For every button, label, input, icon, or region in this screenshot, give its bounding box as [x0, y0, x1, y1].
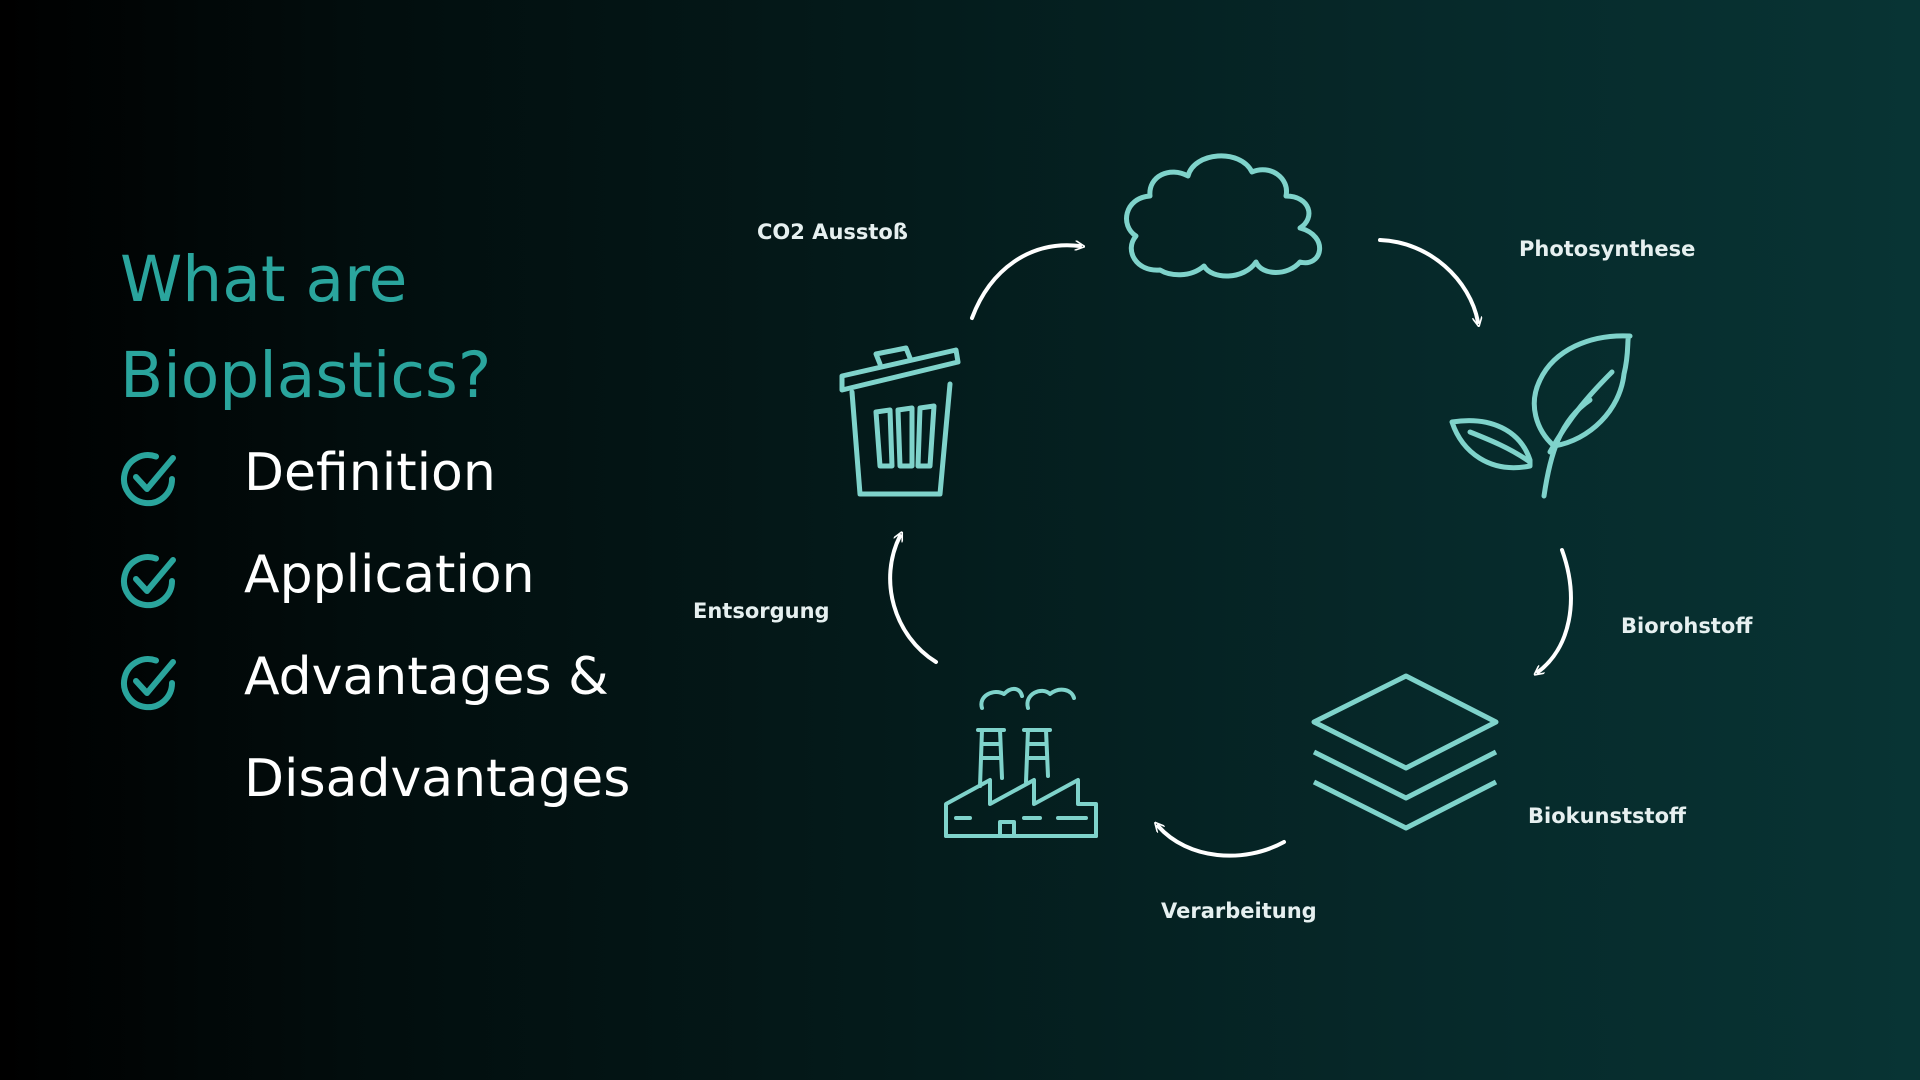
label-biokunststoff: Biokunststoff: [1528, 804, 1687, 828]
arrow-cloud-to-leaf: [1378, 238, 1478, 322]
leaf-icon: [1449, 333, 1633, 499]
checklist-label: Definition: [244, 443, 496, 503]
check-circle-icon: [121, 452, 176, 507]
layers-icon: [1311, 673, 1499, 831]
checklist-label-line-2: Disadvantages: [244, 749, 631, 809]
factory-icon: [944, 687, 1098, 838]
slide-title: What are Bioplastics?: [120, 232, 680, 424]
label-photosynthese: Photosynthese: [1519, 237, 1696, 261]
label-verarbeitung: Verarbeitung: [1161, 899, 1317, 923]
checklist-item-advantages: Advantages & Disadvantages: [116, 638, 716, 848]
arrow-to-cloud: [970, 245, 1080, 320]
topic-checklist: Definition Application Advantages & Disa…: [116, 434, 716, 848]
checklist-item-application: Application: [116, 536, 716, 638]
cloud-icon: [1124, 153, 1322, 279]
check-circle-icon: [121, 656, 176, 711]
arrow-layers-to-factory: [1158, 826, 1286, 858]
checklist-item-definition: Definition: [116, 434, 716, 536]
arrow-factory-to-trash: [888, 536, 938, 664]
label-biorohstoff: Biorohstoff: [1621, 614, 1753, 638]
checklist-label-line-1: Advantages &: [244, 647, 609, 707]
checklist-label: Application: [244, 545, 535, 605]
title-line-1: What are: [120, 243, 408, 316]
label-entsorgung: Entsorgung: [693, 599, 830, 623]
check-circle-icon: [121, 554, 176, 609]
title-line-2: Bioplastics?: [120, 339, 492, 412]
arrow-leaf-to-layers: [1538, 548, 1573, 672]
checklist-label: Advantages & Disadvantages: [244, 626, 630, 830]
trash-can-icon: [839, 345, 961, 497]
label-co2: CO2 Ausstoß: [757, 220, 908, 244]
